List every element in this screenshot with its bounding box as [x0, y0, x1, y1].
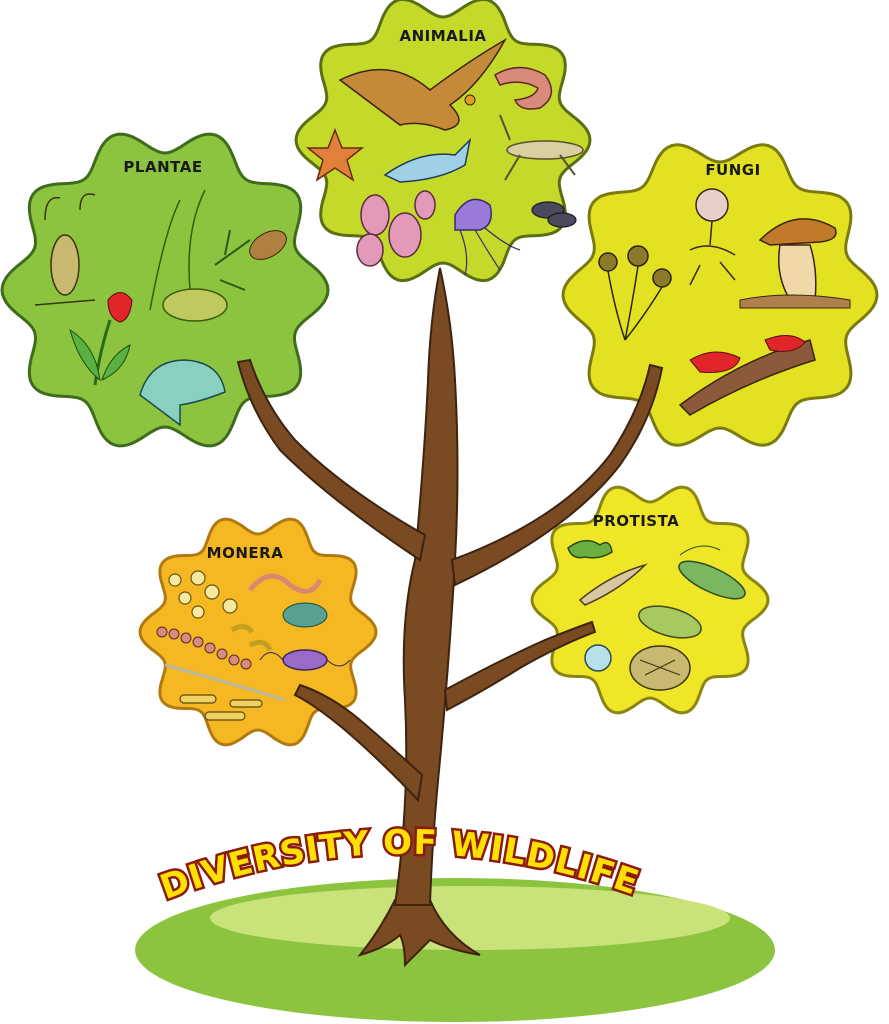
spirillum-bacteria-icon	[248, 573, 323, 594]
fungi-bubble	[561, 143, 879, 447]
kelp-protist-icon	[629, 645, 691, 691]
cocci-bacteria-icon	[168, 570, 238, 619]
plantae-label: PLANTAE	[123, 158, 202, 176]
bolete-mushroom-icon	[739, 218, 851, 309]
fern-icon	[149, 189, 228, 322]
fungi-organisms	[598, 188, 851, 416]
squid-icon	[383, 137, 472, 183]
monera-organisms	[156, 570, 351, 721]
branch-fungi	[450, 363, 664, 587]
vibrio-bacteria-icon	[230, 624, 273, 652]
chain-bacteria-icon	[156, 626, 252, 670]
mussels-icon	[531, 201, 577, 228]
worm-icon	[494, 66, 553, 110]
tree-trunk	[236, 267, 664, 968]
diatom-icon	[584, 644, 612, 672]
protista-label: PROTISTA	[593, 512, 680, 530]
monera-label: MONERA	[207, 544, 284, 562]
animalia-organisms	[305, 38, 584, 276]
branch-plantae	[236, 358, 427, 562]
fungi-label: FUNGI	[705, 161, 760, 179]
bread-mold-icon	[598, 245, 672, 341]
pine-cone-icon	[214, 229, 287, 291]
seaweed-icon	[139, 359, 226, 427]
flagellated-bacteria-icon	[259, 649, 351, 671]
eagle-icon	[338, 38, 507, 131]
amoeba-icon	[567, 539, 613, 559]
protista-organisms	[567, 539, 746, 691]
plantae-organisms	[34, 189, 287, 427]
branch-monera	[293, 683, 424, 803]
paramecium-green-icon	[678, 545, 746, 600]
filament-bacteria-icon	[164, 663, 286, 702]
colony-bacteria-icon	[282, 602, 328, 628]
mold-sporangium-icon	[689, 188, 736, 286]
bracket-fungus-icon	[678, 335, 816, 416]
paramecium-icon	[638, 605, 702, 639]
branch-protista	[443, 620, 597, 712]
bacilli-bacteria-icon	[179, 694, 263, 721]
jellyfish-icon	[454, 198, 521, 276]
starfish-icon	[305, 127, 365, 182]
animalia-label: ANIMALIA	[399, 27, 486, 45]
tree-trunk-main	[393, 267, 459, 906]
moss-sporophyte-icon	[34, 193, 96, 306]
euglena-icon	[578, 563, 648, 606]
grasshopper-icon	[499, 114, 584, 181]
coral-sponge-icon	[356, 190, 436, 267]
ground-highlight	[210, 886, 730, 950]
tulip-icon	[69, 292, 133, 386]
